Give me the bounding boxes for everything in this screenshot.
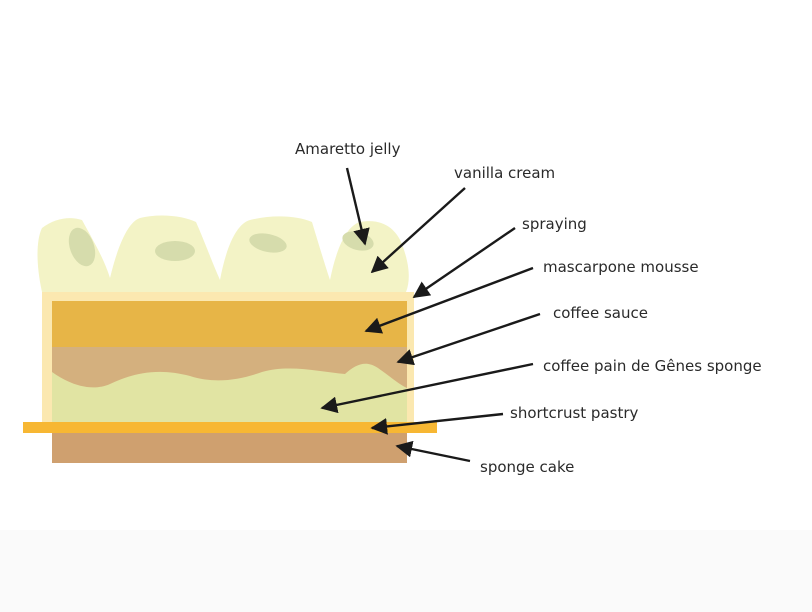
arrow-sponge-cake: [395, 440, 471, 463]
arrow-mascarpone-mousse: [364, 266, 534, 334]
arrow-coffee-sauce: [396, 312, 541, 366]
label-sponge-cake: sponge cake: [480, 458, 574, 476]
arrow-shortcrust-pastry: [370, 412, 504, 435]
background-band-bottom: [0, 530, 812, 612]
vanilla-cream-layer: [37, 215, 409, 292]
jelly-spot: [249, 233, 287, 253]
arrow-spraying: [412, 227, 516, 298]
arrows: [320, 167, 541, 463]
label-vanilla-cream: vanilla cream: [454, 164, 555, 182]
amaretto-jelly-spots: [68, 227, 374, 267]
jelly-spot: [155, 241, 195, 261]
label-amaretto-jelly: Amaretto jelly: [295, 140, 401, 158]
jelly-spot: [68, 227, 96, 267]
label-coffee-pain-de-genes-sponge: coffee pain de Gênes sponge: [543, 357, 762, 375]
arrow-coffee-pain-de-genes: [320, 362, 534, 414]
coffee-pain-de-genes-layer: [52, 363, 407, 422]
label-mascarpone-mousse: mascarpone mousse: [543, 258, 699, 276]
arrow-amaretto-jelly: [345, 167, 370, 246]
label-coffee-sauce: coffee sauce: [553, 304, 648, 322]
shortcrust-pastry-layer: [23, 422, 437, 433]
label-shortcrust-pastry: shortcrust pastry: [510, 404, 639, 422]
mascarpone-mousse-layer: [52, 301, 407, 347]
arrow-vanilla-cream: [370, 187, 466, 274]
sponge-cake-layer: [52, 433, 407, 463]
label-spraying: spraying: [522, 215, 587, 233]
